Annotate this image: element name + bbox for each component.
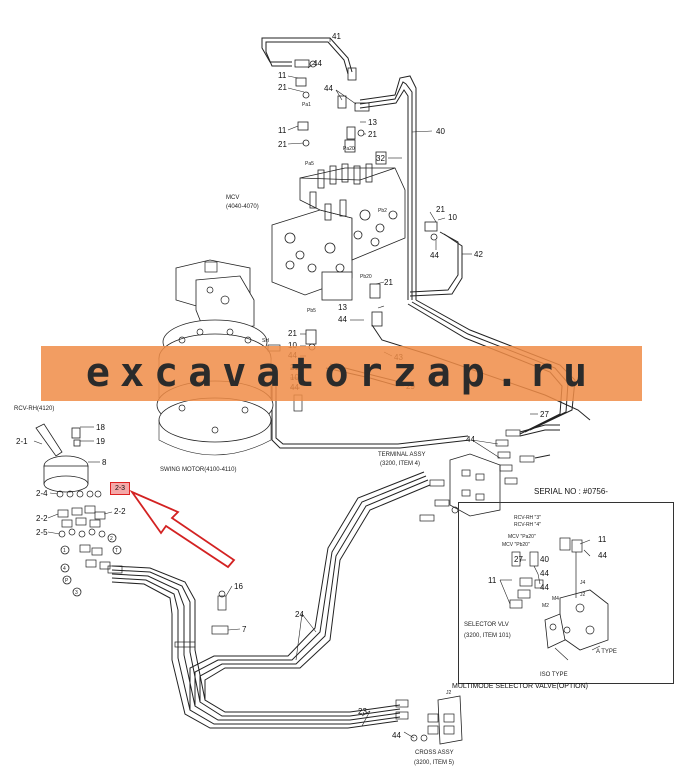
part-16: 16: [234, 582, 243, 591]
inset-mcv-pb20: MCV "Pb20": [502, 542, 530, 548]
rcv-rh: RCV-RH(4120): [14, 406, 89, 493]
mcv-item: (4040-4070): [226, 204, 259, 210]
cross-assy-label: CROSS ASSY: [415, 750, 454, 756]
cross-assy: CROSS ASSY (3200, ITEM 5) J2: [395, 690, 463, 766]
port-pb2: Pb2: [378, 208, 387, 214]
inset-m4: M4: [552, 596, 559, 602]
highlighted-callout: 2-3: [110, 482, 130, 495]
part-44-c: 44: [430, 251, 439, 260]
part-2-2-a: 2-2: [36, 514, 48, 523]
part-10-a: 10: [448, 213, 457, 222]
port-c4: 4: [63, 566, 66, 572]
mcv-block: Pa5 Pa20 Pb2 Pb20 Pb5 Pa1 MCV (4040-4070…: [226, 102, 406, 314]
part-18: 18: [96, 423, 105, 432]
part-23: 23: [358, 707, 367, 716]
part-44-k: 44: [540, 583, 549, 592]
part-44-a: 44: [313, 59, 322, 68]
part-44-d: 44: [338, 315, 347, 324]
part-27: 27: [540, 410, 549, 419]
port-cT: T: [115, 548, 118, 554]
part-42: 42: [474, 250, 483, 259]
part-27-b: 27: [514, 555, 523, 564]
port-c1: 1: [63, 548, 66, 554]
part-44-j: 44: [540, 569, 549, 578]
part-32: 32: [376, 154, 385, 163]
part-21-a: 21: [278, 83, 287, 92]
part-10-b: 10: [288, 341, 297, 350]
part-11-d: 11: [488, 576, 497, 585]
inset-selector-item: (3200, ITEM 101): [464, 633, 511, 639]
part-44-i: 44: [598, 551, 607, 560]
port-pb20: Pb20: [360, 274, 372, 280]
part-11-b: 11: [278, 126, 287, 135]
items-16-7: [174, 590, 229, 648]
port-c2: 2: [110, 536, 113, 542]
left-fittings: [56, 490, 123, 574]
serial-number-title: SERIAL NO : #0756-: [532, 487, 610, 496]
swing-motor-label: SWING MOTOR(4100-4110): [160, 467, 236, 473]
inset-mcv-pa20: MCV "Pa20": [508, 534, 536, 540]
inset-selector-vlv: SELECTOR VLV: [464, 622, 509, 628]
part-21-c: 21: [278, 140, 287, 149]
part-8: 8: [102, 458, 107, 467]
port-pa1: Pa1: [302, 102, 311, 108]
mcv-label: MCV: [226, 195, 239, 201]
port-pb5: Pb5: [307, 308, 316, 314]
inset-j2: J2: [580, 592, 586, 598]
part-2-2-b: 2-2: [114, 507, 126, 516]
part-40-b: 40: [540, 555, 549, 564]
port-pa5: Pa5: [305, 161, 314, 167]
selector-valve: [509, 537, 609, 651]
terminal-assy-label: TERMINAL ASSY: [378, 452, 425, 458]
part-41: 41: [332, 32, 341, 41]
cross-assy-item: (3200, ITEM 5): [414, 760, 454, 766]
part-2-1: 2-1: [16, 437, 28, 446]
part-19: 19: [96, 437, 105, 446]
part-13-b: 13: [338, 303, 347, 312]
part-40: 40: [436, 127, 445, 136]
port-sh: SH: [262, 338, 269, 344]
long-pipes: [111, 471, 431, 729]
port-pa20: Pa20: [343, 146, 355, 152]
part-44-h: 44: [466, 435, 475, 444]
part-44-g: 44: [392, 731, 401, 740]
part-21-d: 21: [436, 205, 445, 214]
rcv-rh-label: RCV-RH(4120): [14, 406, 54, 412]
terminal-assy-item: (3200, ITEM 4): [380, 461, 420, 467]
part-21-e: 21: [384, 278, 393, 287]
port-cP: P: [65, 578, 69, 584]
watermark-banner: excavatorzap.ru: [41, 346, 642, 401]
terminal-assy: TERMINAL ASSY (3200, ITEM 4): [378, 424, 560, 522]
port-circles: 1 4 P 3 2 T: [60, 533, 122, 597]
inset-j4: J4: [580, 580, 586, 586]
watermark-text: excavatorzap.ru: [85, 350, 598, 396]
port-j2-cross: J2: [446, 690, 452, 696]
part-7: 7: [242, 625, 247, 634]
part-21-f: 21: [288, 329, 297, 338]
part-24: 24: [295, 610, 304, 619]
port-c3: 3: [75, 590, 78, 596]
part-2-5: 2-5: [36, 528, 48, 537]
inset-rcv-rh-4: RCV-RH "4": [514, 522, 541, 528]
inset-iso-type: ISO TYPE: [540, 672, 568, 678]
inset-m2: M2: [542, 603, 549, 609]
multimode-caption: MULTIMODE SELECTOR VALVE(OPTION): [452, 683, 589, 690]
inset-rcv-rh-3: RCV-RH "3": [514, 515, 541, 521]
part-21-b: 21: [368, 130, 377, 139]
red-arrow: [129, 489, 236, 569]
part-44-b: 44: [324, 84, 333, 93]
serial-inset-frame: [458, 502, 674, 684]
part-11-c: 11: [598, 535, 607, 544]
part-11-a: 11: [278, 71, 287, 80]
inset-labels: RCV-RH "3" RCV-RH "4" MCV "Pa20" MCV "Pb…: [464, 515, 617, 678]
inset-a-type: A TYPE: [596, 649, 617, 655]
part-13-a: 13: [368, 118, 377, 127]
part-2-4: 2-4: [36, 489, 48, 498]
